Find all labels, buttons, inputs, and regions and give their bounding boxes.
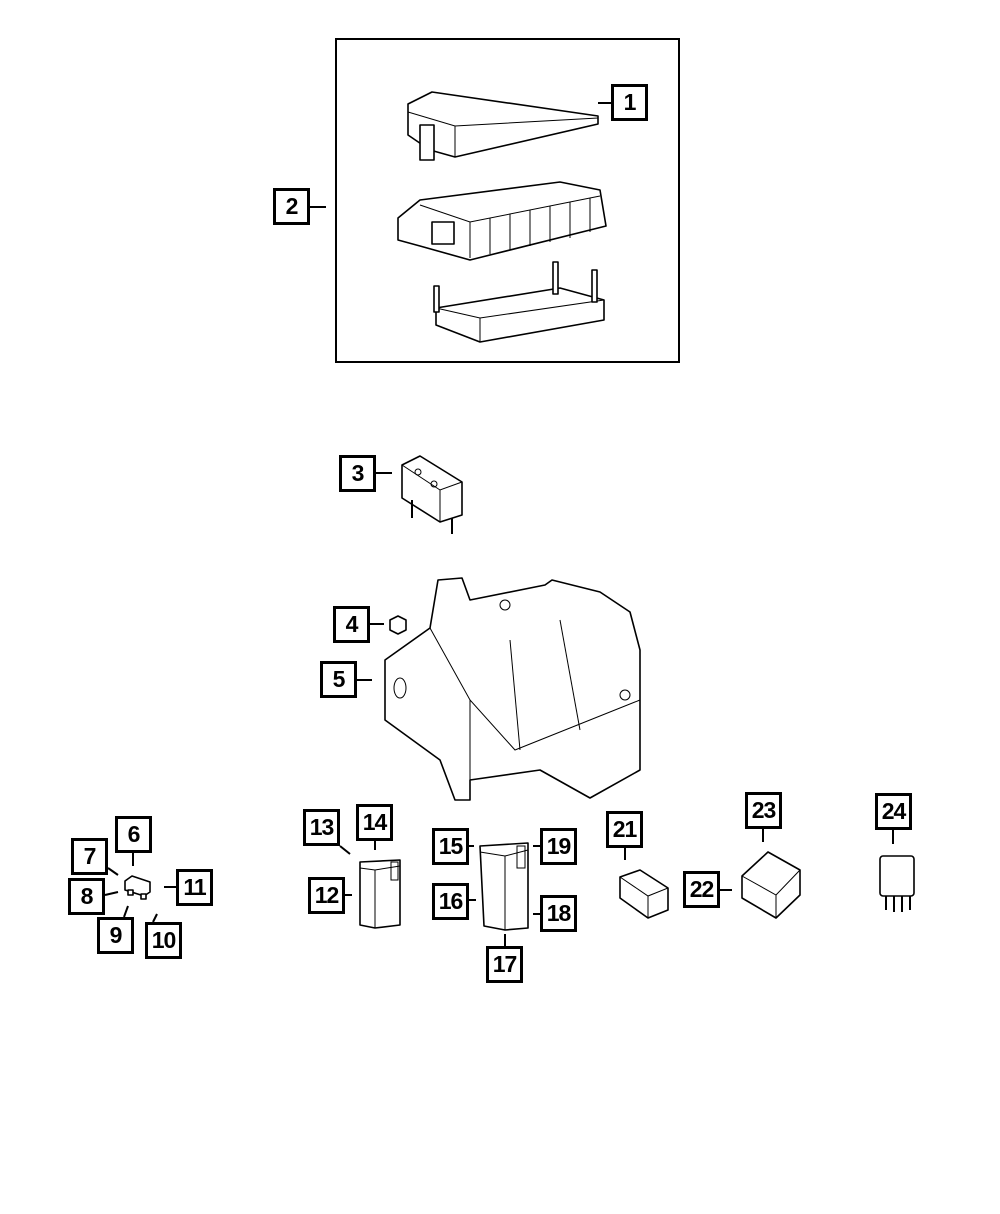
nut xyxy=(389,615,407,635)
callout-2[interactable]: 2 xyxy=(273,188,310,225)
callout-8[interactable]: 8 xyxy=(68,878,105,915)
cartridge-fuse-small xyxy=(359,859,401,929)
fuse-box-tray xyxy=(433,261,605,343)
relay xyxy=(741,851,801,919)
callout-3[interactable]: 3 xyxy=(339,455,376,492)
callout-14[interactable]: 14 xyxy=(356,804,393,841)
fuse-block-body xyxy=(397,181,607,261)
mini-fuse xyxy=(124,875,151,900)
callout-22[interactable]: 22 xyxy=(683,871,720,908)
callout-10[interactable]: 10 xyxy=(145,922,182,959)
callout-6[interactable]: 6 xyxy=(115,816,152,853)
battery-tray-bracket xyxy=(384,577,641,801)
callout-9[interactable]: 9 xyxy=(97,917,134,954)
callout-5[interactable]: 5 xyxy=(320,661,357,698)
callout-24[interactable]: 24 xyxy=(875,793,912,830)
cartridge-fuse-large xyxy=(479,842,529,931)
callout-13[interactable]: 13 xyxy=(303,809,340,846)
callout-16[interactable]: 16 xyxy=(432,883,469,920)
callout-7[interactable]: 7 xyxy=(71,838,108,875)
callout-15[interactable]: 15 xyxy=(432,828,469,865)
leader-lines xyxy=(104,102,894,946)
callout-21[interactable]: 21 xyxy=(606,811,643,848)
callout-19[interactable]: 19 xyxy=(540,828,577,865)
callout-23[interactable]: 23 xyxy=(745,792,782,829)
callout-4[interactable]: 4 xyxy=(333,606,370,643)
micro-relay xyxy=(879,855,915,912)
jcase-fuse xyxy=(619,869,669,919)
callout-1[interactable]: 1 xyxy=(611,84,648,121)
assembly-frame xyxy=(335,38,680,363)
mounting-bracket xyxy=(401,455,463,534)
callout-12[interactable]: 12 xyxy=(308,877,345,914)
callout-17[interactable]: 17 xyxy=(486,946,523,983)
fuse-box-cover xyxy=(407,91,599,161)
callout-11[interactable]: 11 xyxy=(176,869,213,906)
callout-18[interactable]: 18 xyxy=(540,895,577,932)
